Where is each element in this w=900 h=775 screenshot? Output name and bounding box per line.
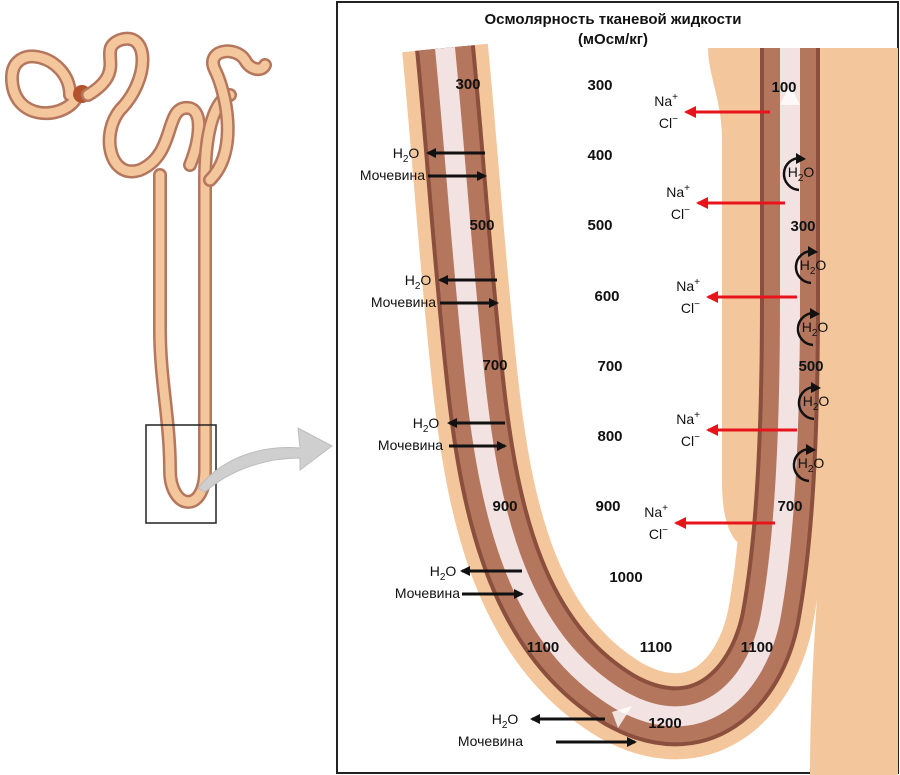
water-recirculation-group: H2O H2O H2O H2O H2O	[782, 153, 830, 483]
ion-transport-group: Na+ Cl− Na+ Cl− Na+ Cl− Na+ Cl− Na+ Cl−	[644, 92, 797, 542]
interstitial-values: 300 400 500 600 700 800 900 1000 1100 12…	[587, 77, 681, 732]
interstitial-value: 300	[587, 77, 612, 94]
ascending-value: 700	[777, 498, 802, 515]
chloride-label: Cl−	[671, 205, 690, 222]
interstitial-value: 400	[587, 147, 612, 164]
water-label: H2O	[413, 415, 440, 435]
descending-value: 300	[455, 76, 480, 93]
curved-arrow-icon: H2O	[797, 382, 830, 421]
chloride-label: Cl−	[681, 432, 700, 449]
water-label: H2O	[802, 319, 829, 339]
interstitial-value: 1100	[640, 639, 673, 656]
urea-label: Мочевина	[395, 585, 460, 601]
water-label: H2O	[393, 145, 420, 165]
curved-arrow-icon: H2O	[796, 308, 829, 347]
flow-arrowhead-bottom	[612, 706, 632, 728]
interstitial-value: 1000	[609, 569, 642, 586]
urea-label: Мочевина	[360, 167, 425, 183]
descending-value: 1100	[527, 639, 560, 656]
ascending-value: 300	[790, 218, 815, 235]
water-label: H2O	[798, 455, 825, 475]
descending-value: 700	[482, 357, 507, 374]
descending-value: 900	[492, 498, 517, 515]
interstitial-value: 600	[594, 288, 619, 305]
curved-arrow-icon: H2O	[794, 246, 827, 285]
interstitial-value: 700	[597, 358, 622, 375]
water-label: H2O	[430, 563, 457, 583]
curved-arrow-icon: H2O	[782, 153, 815, 192]
title-line2: (мОсм/кг)	[578, 31, 648, 48]
interstitial-value: 900	[595, 498, 620, 515]
interstitial-value: 500	[587, 217, 612, 234]
water-label: H2O	[492, 711, 519, 731]
nephron-overview	[5, 31, 333, 524]
urea-label: Мочевина	[458, 733, 523, 749]
chloride-label: Cl−	[659, 114, 678, 131]
water-label: H2O	[803, 393, 830, 413]
water-label: H2O	[788, 164, 815, 184]
water-label: H2O	[800, 257, 827, 277]
flow-arrowhead-top	[780, 85, 800, 105]
interstitial-value: 1200	[648, 715, 681, 732]
descending-limb-values: 300 500 700 900 1100	[455, 76, 559, 656]
descending-value: 500	[469, 217, 494, 234]
interstitial-value: 800	[597, 428, 622, 445]
curved-arrow-icon: H2O	[792, 444, 825, 483]
water-urea-exchange-group: H2OМочевинаH2OМочевинаH2OМочевинаH2OМоче…	[360, 145, 637, 749]
urea-label: Мочевина	[378, 437, 443, 453]
ascending-value: 1100	[741, 639, 774, 656]
sodium-label: Na+	[676, 410, 700, 427]
urea-label: Мочевина	[371, 294, 436, 310]
sodium-label: Na+	[644, 503, 668, 520]
zoom-arrow-icon	[197, 427, 333, 493]
water-label: H2O	[405, 272, 432, 292]
chloride-label: Cl−	[681, 299, 700, 316]
title-line1: Осмолярность тканевой жидкости	[485, 11, 742, 28]
sodium-label: Na+	[676, 277, 700, 294]
ascending-value: 500	[798, 358, 823, 375]
sodium-label: Na+	[654, 92, 678, 109]
chloride-label: Cl−	[649, 525, 668, 542]
ascending-limb-values: 100 300 500 700 1100	[741, 79, 824, 656]
ascending-value: 100	[771, 79, 796, 96]
sodium-label: Na+	[666, 183, 690, 200]
loop-of-henle	[402, 43, 833, 760]
